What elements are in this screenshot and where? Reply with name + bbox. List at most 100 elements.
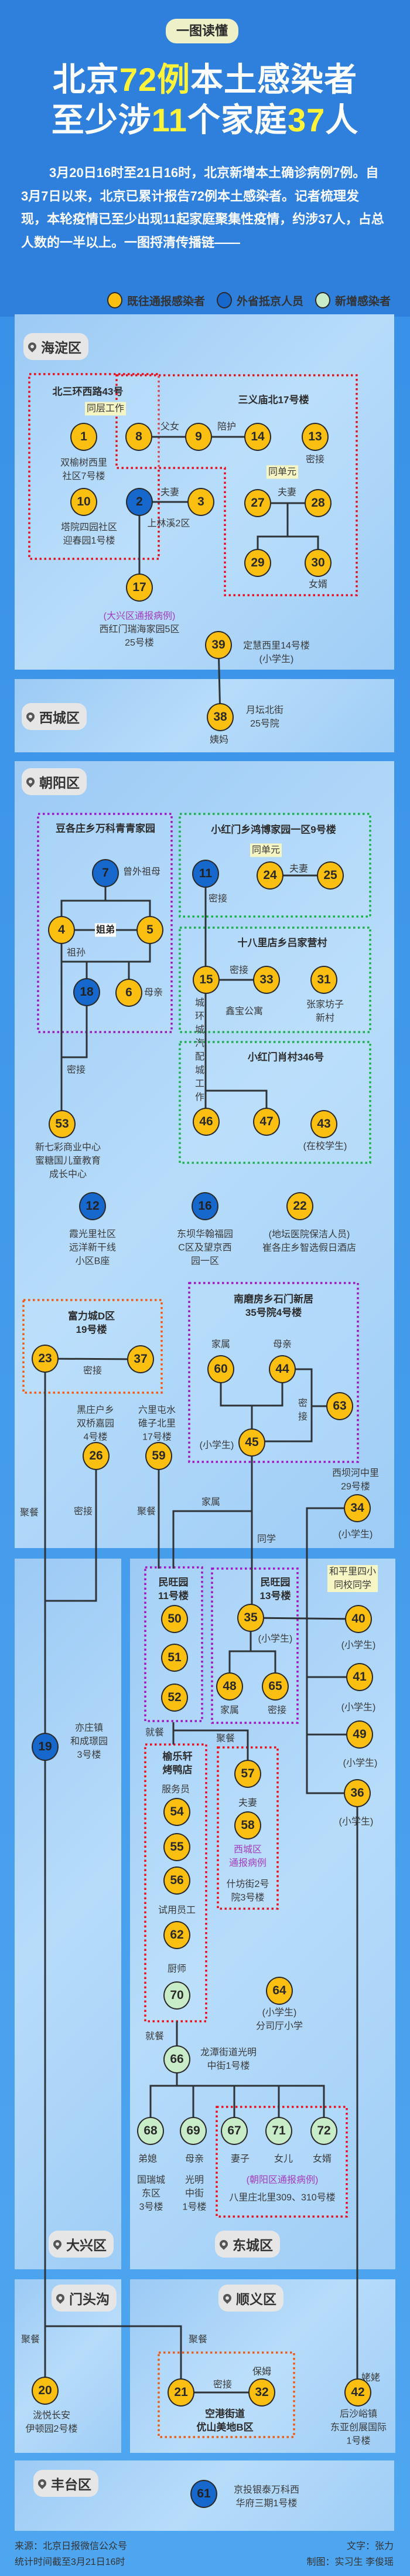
- legend-outside-label: 外省抵京人员: [237, 295, 304, 308]
- chart-credit: 制图：实习生 李俊瑶: [306, 2557, 394, 2567]
- case-node-64: 64: [266, 1977, 293, 2005]
- case-node-25: 25: [317, 861, 344, 890]
- legend: 既往通报感染者 外省抵京人员 新增感染者: [107, 292, 398, 308]
- case-node-7: 7: [92, 859, 119, 887]
- location-title: 民旺园 11号楼: [158, 1577, 189, 1601]
- transmission-link: [172, 1510, 252, 1569]
- transmission-link: [60, 930, 151, 963]
- transmission-link: [250, 1617, 359, 1620]
- location-title: 三义庙北17号楼: [238, 394, 309, 406]
- case-node-53: 53: [49, 1110, 76, 1138]
- title-highlight: 37: [287, 101, 326, 138]
- location-title: 十八里店乡吕家营村: [237, 937, 327, 949]
- case-node-29: 29: [244, 549, 271, 577]
- case-node-12: 12: [79, 1192, 106, 1220]
- annotation-label: 上林溪2区: [147, 518, 190, 529]
- annotation-label: 同学: [257, 1534, 276, 1545]
- transmission-link: [45, 2325, 182, 2392]
- case-node-61: 61: [190, 2480, 217, 2508]
- transmission-link: [62, 992, 88, 1058]
- district-label-shunyi: 顺义区: [218, 2285, 283, 2312]
- annotation-label: 月坛北街 25号院: [245, 705, 284, 729]
- annotation-label: 保姆: [252, 2367, 272, 2377]
- district-name: 朝阳区: [39, 775, 80, 790]
- annotation-label: (小学生): [343, 1758, 378, 1769]
- annotation-label: 曾外祖母: [122, 867, 161, 877]
- annotation-label: 母亲: [272, 1339, 292, 1350]
- group-box-sanyimiao: [115, 374, 358, 596]
- annotation-label: 定慧西里14号楼 (小学生): [243, 641, 310, 664]
- case-node-21: 21: [168, 2378, 194, 2407]
- title-text: 北京: [52, 61, 119, 98]
- case-node-60: 60: [207, 1355, 234, 1383]
- annotation-label: 聚餐: [136, 1506, 156, 1517]
- annotation-label: 家属: [211, 1339, 231, 1350]
- stat-time-text: 统计时间截至3月21日16时: [15, 2557, 125, 2567]
- district-label-fengtai: 丰台区: [33, 2470, 98, 2497]
- annotation-label: 密接: [267, 1705, 287, 1716]
- annotation-label: 鑫宝公寓: [225, 1006, 264, 1017]
- case-node-23: 23: [32, 1345, 59, 1373]
- case-node-66: 66: [163, 2045, 190, 2073]
- annotation-label: 西红门瑞海家园5区 25号楼: [99, 625, 180, 648]
- case-node-35: 35: [237, 1604, 264, 1632]
- case-node-70: 70: [163, 1981, 190, 2010]
- case-node-16: 16: [192, 1192, 218, 1220]
- title-text: 人: [325, 101, 359, 138]
- annotation-label: 西城区 通报病例: [228, 1845, 267, 1868]
- annotation-label: 聚餐: [216, 1733, 235, 1744]
- annotation-label: 国瑞城 东区 3号楼: [136, 2175, 166, 2212]
- case-node-18: 18: [73, 978, 100, 1006]
- annotation-label: 京投银泰万科西 华府三期1号楼: [233, 2485, 300, 2509]
- annotation-label: 试用员工: [158, 1905, 196, 1916]
- annotation-label: 祖孙: [66, 948, 86, 958]
- district-name: 丰台区: [51, 2477, 91, 2492]
- annotation-label: 姐弟: [94, 923, 117, 937]
- annotation-label: 双榆树西里 社区7号楼: [60, 458, 108, 481]
- case-node-45: 45: [238, 1428, 265, 1457]
- case-node-10: 10: [70, 488, 97, 516]
- header-badge: 一图读懂: [166, 19, 238, 43]
- text-credit: 文字：张力: [346, 2541, 394, 2551]
- case-node-3: 3: [187, 488, 214, 516]
- transmission-link: [228, 1650, 276, 1686]
- case-node-28: 28: [305, 489, 332, 517]
- case-node-50: 50: [161, 1605, 188, 1633]
- annotation-label: 光明 中街 1号楼: [182, 2175, 207, 2212]
- case-node-22: 22: [286, 1192, 313, 1220]
- annotation-label: 服务员: [161, 1784, 190, 1795]
- case-node-1: 1: [70, 423, 97, 451]
- annotation-label: 家属: [201, 1497, 221, 1508]
- case-node-27: 27: [244, 489, 271, 517]
- transmission-link: [306, 1507, 357, 1794]
- location-title: 小红门肖村346号: [247, 1051, 324, 1063]
- annotation-label: (地坛医院保洁人员) 崔各庄乡智选假日酒店: [262, 1230, 357, 1253]
- annotation-label: (小学生): [338, 1529, 373, 1540]
- source-text: 来源：北京日报微信公众号: [15, 2541, 128, 2551]
- annotation-label: 密接: [73, 1506, 93, 1517]
- annotation-label: (小学生): [339, 1817, 374, 1827]
- case-node-42: 42: [344, 2378, 371, 2407]
- annotation-label: 亦庄镇 和成璟园 3号楼: [70, 1723, 108, 1760]
- case-node-58: 58: [234, 1811, 261, 1839]
- district-label-xicheng: 西城区: [22, 703, 87, 730]
- district-name: 大兴区: [66, 2238, 107, 2253]
- annotation-label: 泷悦长安 伊顿园2号楼: [25, 2411, 78, 2434]
- case-node-39: 39: [205, 631, 232, 659]
- annotation-label: 密接: [305, 454, 325, 465]
- transmission-link: [173, 1729, 249, 1774]
- annotation-label: (大兴区通报病例): [103, 611, 176, 622]
- annotation-label: 夫妻: [289, 864, 309, 874]
- title-text: 至少涉: [51, 101, 152, 138]
- group-box-xiaocun: [179, 1041, 371, 1164]
- annotation-label: 张家坊子 新村: [306, 1000, 344, 1023]
- case-node-55: 55: [163, 1833, 190, 1861]
- location-title: 南磨房乡石门新居 35号院4号楼: [234, 1294, 313, 1318]
- location-title: 榆乐轩 烤鸭店: [162, 1751, 193, 1776]
- case-node-20: 20: [32, 2377, 59, 2405]
- annotation-label: 塔院四园社区 迎春园1号楼: [60, 522, 118, 546]
- transmission-link: [45, 1456, 97, 1602]
- footer-source: 来源：北京日报微信公众号统计时间截至3月21日16时: [15, 2538, 127, 2570]
- case-node-48: 48: [216, 1672, 243, 1701]
- annotation-label: (小学生): [258, 1634, 293, 1644]
